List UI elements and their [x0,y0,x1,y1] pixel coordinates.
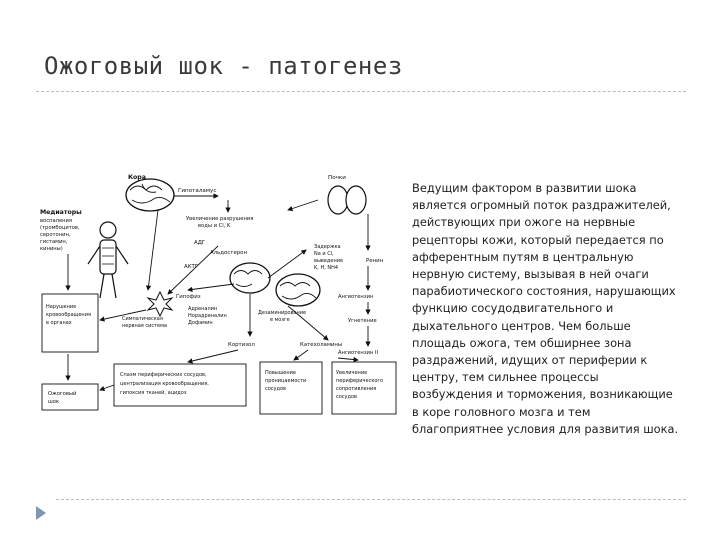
slide-body-text: Ведущим фактором в развитии шока являетс… [412,181,679,436]
svg-text:Na и Cl,: Na и Cl, [314,251,334,257]
label-catecholamines-list: Адреналин Норадреналин Дофамин [188,306,227,326]
label-cortisol: Кортизол [228,342,255,348]
svg-text:Дофамин: Дофамин [188,320,213,326]
box-resistance: Увеличение периферического сопротивления… [331,361,397,415]
svg-text:Спазм периферических сосудов,: Спазм периферических сосудов, [120,372,207,378]
title-divider [36,91,686,92]
svg-text:проницаемости: проницаемости [265,378,306,384]
svg-text:сосудов: сосудов [336,394,357,400]
next-slide-arrow-icon[interactable] [34,505,48,521]
svg-text:Адреналин: Адреналин [188,306,217,312]
burn-victim-figure-icon [87,221,129,299]
svg-text:сопротивления: сопротивления [336,386,376,392]
svg-text:(тромбоцитов,: (тромбоцитов, [40,225,80,231]
svg-text:сосудов: сосудов [265,386,286,392]
box-disturbance: Нарушение кровообращения в органах [41,293,99,353]
box-spasm: Спазм периферических сосудов, централиза… [113,363,247,407]
midbrain-icon [229,262,271,294]
label-hypothalamus: Гипоталамус [178,188,216,194]
pathogenesis-diagram: Кора Медиаторы воспаления (тромбоцитов, … [40,174,397,415]
svg-text:Дезаминирование: Дезаминирование [258,310,306,316]
label-renin: Ренин [366,258,384,264]
svg-text:гистамин,: гистамин, [40,239,68,245]
footer-divider [56,499,686,500]
svg-text:Норадреналин: Норадреналин [188,313,227,319]
label-deamination: Дезаминирование в мозге [258,310,306,323]
svg-text:K, H, NH4: K, H, NH4 [314,265,338,271]
svg-text:Нарушение: Нарушение [46,304,76,310]
svg-text:нервная система: нервная система [122,323,167,329]
label-mediators: Медиаторы [40,209,82,216]
label-angiotensin: Ангиотензин [338,294,373,300]
svg-text:выведение: выведение [314,258,343,264]
box-permeability: Повышение проницаемости сосудов [259,361,323,415]
svg-text:кинины): кинины) [40,246,63,252]
svg-text:воспаления: воспаления [40,218,72,224]
svg-text:гипоксия тканей, ацидоз: гипоксия тканей, ацидоз [120,389,187,396]
svg-text:Повышение: Повышение [265,370,296,376]
svg-text:Увеличение: Увеличение [336,370,367,376]
mediators-details: воспаления (тромбоцитов, серотонин, гист… [40,218,80,252]
box-shock: Ожоговый шок [41,383,99,411]
pituitary-brain-icon [275,273,321,307]
label-acth: АКТГ [184,264,198,270]
label-destruction-1: Увеличение разрушения [186,216,253,222]
slide-title: Ожоговый шок - патогенез [44,52,403,80]
svg-text:кровообращения: кровообращения [46,312,91,318]
label-cortex: Кора [128,174,146,181]
label-pituitary: Гипофиз [176,294,201,300]
label-retention: Задержка Na и Cl, выведение K, H, NH4 [314,244,343,271]
label-aldosterone: Альдостерон [210,250,247,256]
svg-text:в мозге: в мозге [270,317,290,323]
svg-text:периферического: периферического [336,378,383,384]
svg-text:серотонин,: серотонин, [40,232,71,238]
label-suppression: Угнетение [348,318,377,324]
label-adh: АДГ [194,240,205,246]
svg-text:Задержка: Задержка [314,244,341,250]
cortex-brain-icon [125,178,175,212]
svg-text:централизация кровообращения,: централизация кровообращения, [120,381,209,387]
svg-text:шок: шок [48,399,59,405]
label-sympathetic: Симпатическая нервная система [122,316,167,329]
diagram-arrows [65,193,371,392]
label-catechol: Катехоламины [300,342,342,348]
label-destruction-2: воды и Cl, K [198,223,231,229]
label-angiotensin-2: Ангиотензин II [338,350,379,356]
svg-text:Симпатическая: Симпатическая [122,316,163,322]
label-kidneys: Почки [328,175,346,181]
svg-text:в органах: в органах [46,320,72,326]
kidneys-icon [327,185,367,215]
svg-text:Ожоговый: Ожоговый [48,390,76,397]
sympathetic-star-icon [146,290,174,318]
